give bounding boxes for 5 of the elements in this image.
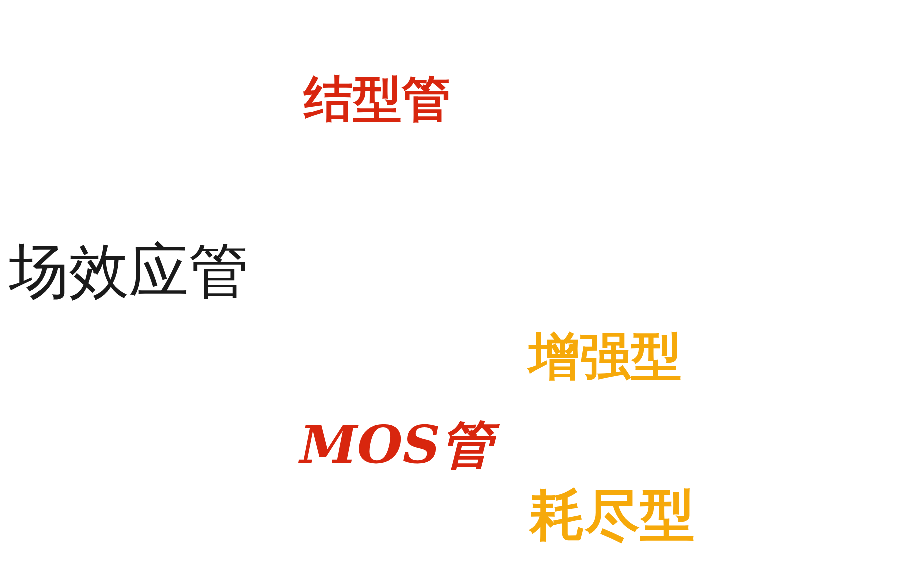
leaf-label: 增强型	[529, 328, 682, 387]
root-label: 场效应管	[9, 238, 249, 307]
leaf-label: 耗尽型	[530, 483, 695, 546]
branch-label: 结型管	[304, 71, 451, 128]
branch-label: MOS管	[292, 416, 500, 476]
